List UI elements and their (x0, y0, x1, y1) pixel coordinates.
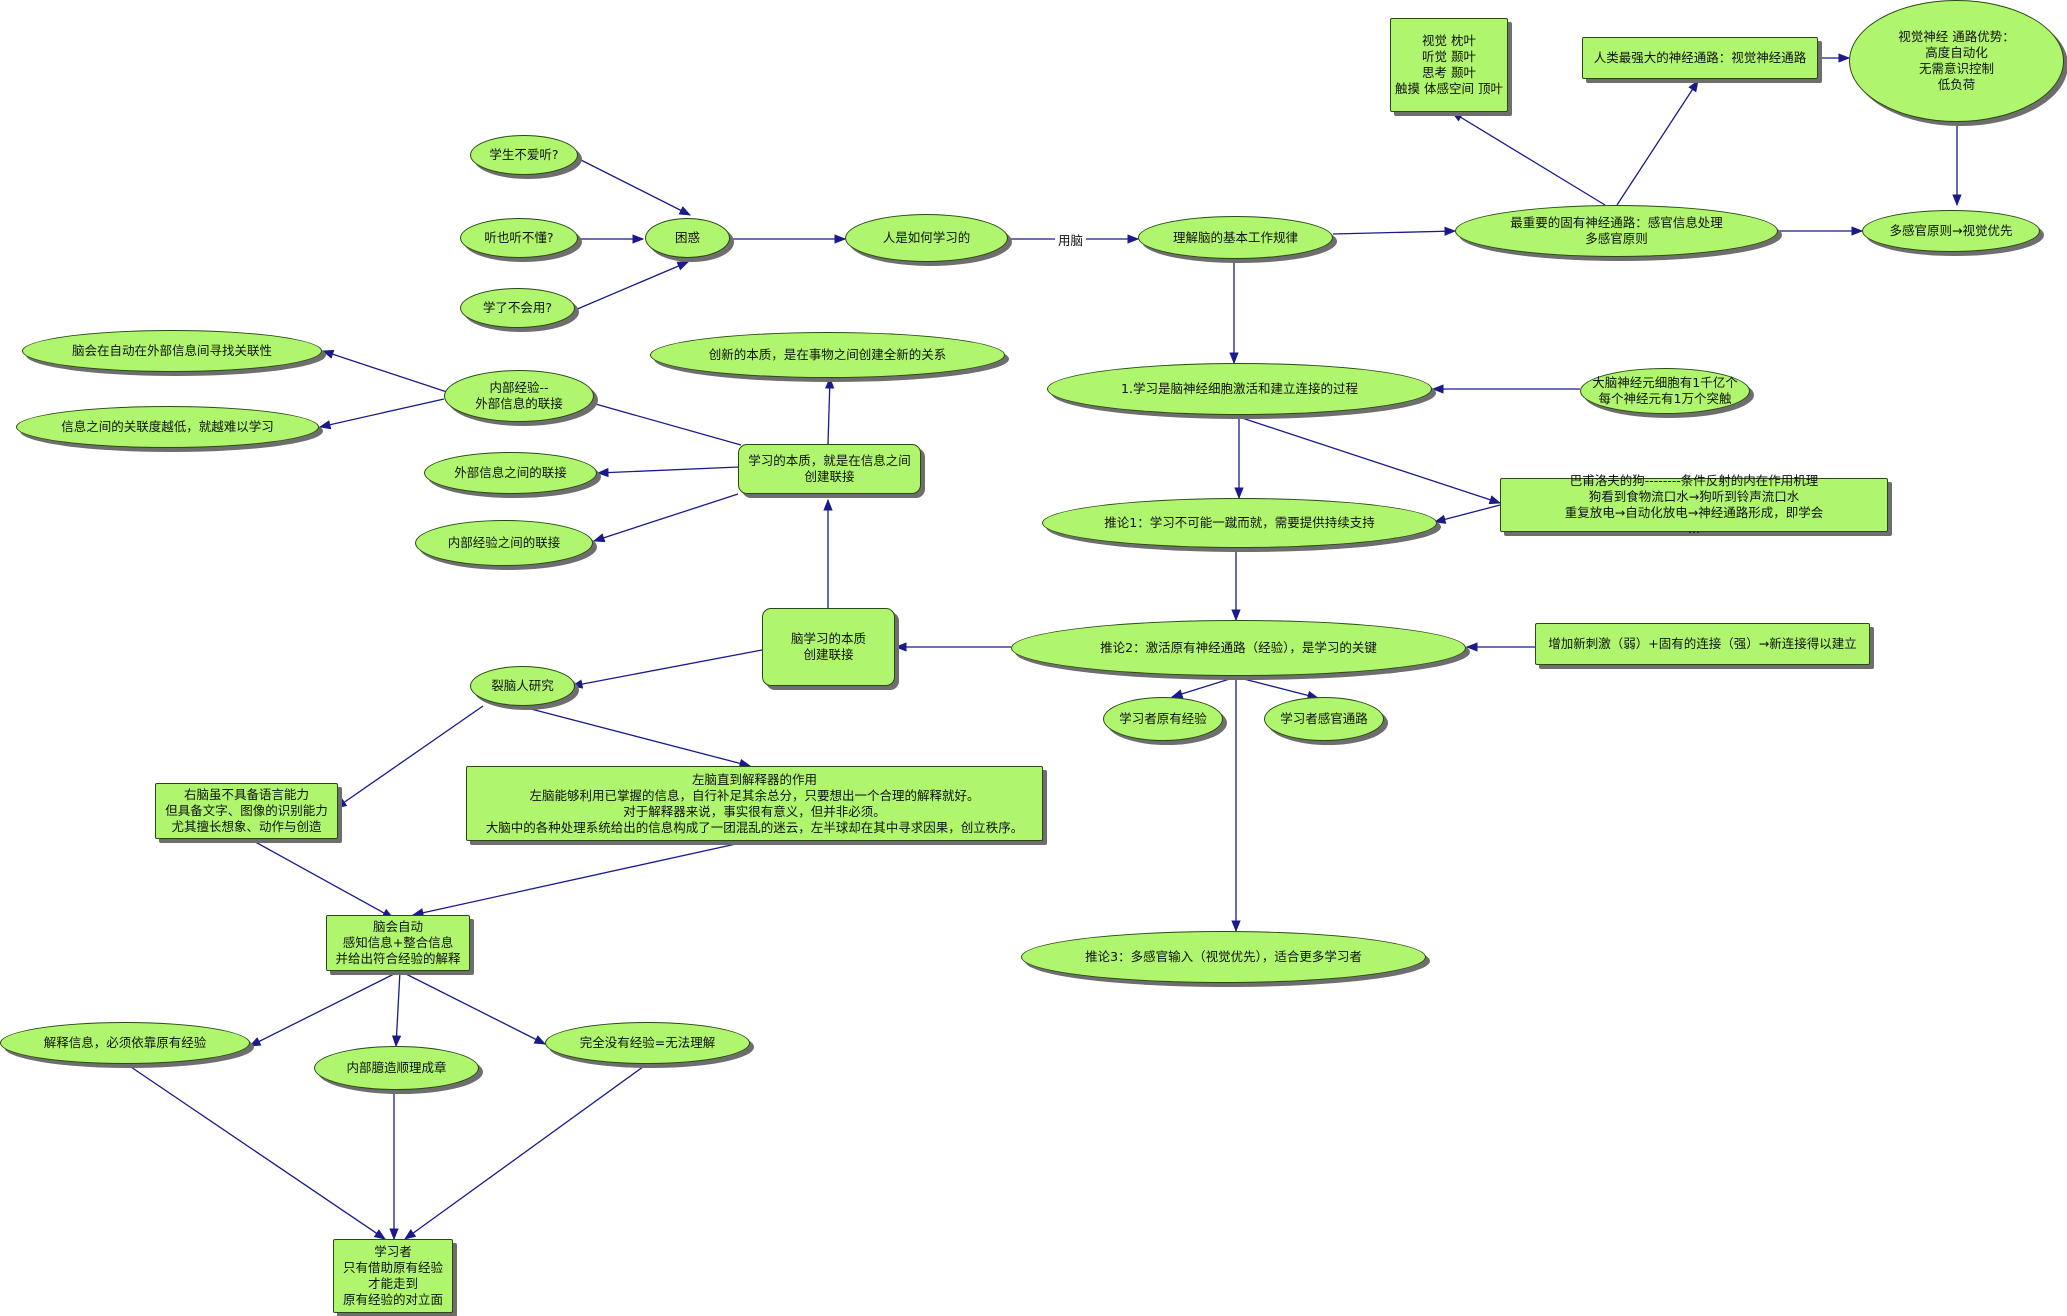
edge (825, 376, 835, 445)
node-ting-bu-dong[interactable]: 听也听不懂? (460, 218, 578, 258)
edge (596, 466, 740, 478)
node-xuexizhe-duilimian[interactable]: 学习者 只有借助原有经验 才能走到 原有经验的对立面 (333, 1239, 453, 1313)
node-wanquan-meiyou[interactable]: 完全没有经验=无法理解 (545, 1022, 750, 1064)
node-lienao-ren[interactable]: 裂脑人研究 (470, 666, 575, 706)
node-zengjia-xin-ciji[interactable]: 增加新刺激（弱）+固有的连接（强）→新连接得以建立 (1535, 623, 1870, 665)
node-danao-shenjingyuan[interactable]: 大脑神经元细胞有1千亿个 每个神经元有1万个突触 (1580, 368, 1750, 414)
node-xuexizhe-ganguan[interactable]: 学习者感官通路 (1264, 697, 1384, 741)
edge (574, 261, 690, 311)
node-zuizhongyao[interactable]: 最重要的固有神经通路：感官信息处理 多感官原则 (1455, 205, 1778, 257)
edge (318, 398, 445, 430)
edge (399, 970, 547, 1045)
node-shijue-naoqu[interactable]: 视觉 枕叶 听觉 颞叶 思考 颞叶 触摸 体感空间 顶叶 (1390, 18, 1508, 112)
node-younao[interactable]: 右脑虽不具备语言能力 但具备文字、图像的识别能力 尤其擅长想象、动作与创造 (155, 783, 338, 839)
edge (1332, 226, 1457, 236)
node-jieshi-xinxi[interactable]: 解释信息，必须依靠原有经验 (0, 1022, 250, 1064)
edge (404, 1063, 648, 1240)
node-tuilun-1[interactable]: 推论1：学习不可能一蹴而就，需要提供持续支持 (1042, 498, 1437, 548)
node-shijue-youshi[interactable]: 视觉神经 通路优势： 高度自动化 无需意识控制 低负荷 (1849, 0, 2064, 122)
edge (592, 493, 739, 543)
node-neibu-yizao[interactable]: 内部臆造顺理成章 (314, 1046, 479, 1090)
node-tuilun-3[interactable]: 推论3：多感官输入（视觉优先），适合更多学习者 (1021, 931, 1426, 983)
edge (530, 708, 752, 768)
node-tuilun-2[interactable]: 推论2：激活原有神经通路（经验），是学习的关键 (1011, 620, 1466, 676)
node-kunhuo[interactable]: 困惑 (645, 218, 730, 258)
edge-label-yongnao: 用脑 (1055, 230, 1087, 249)
node-waibu-lianjie[interactable]: 外部信息之间的联接 (424, 452, 597, 494)
edge (1433, 504, 1501, 524)
node-renlei-zuiqiang[interactable]: 人类最强大的神经通路：视觉神经通路 (1582, 37, 1818, 79)
node-nao-hui-zidong[interactable]: 脑会自动 感知信息+整合信息 并给出符合经验的解释 (326, 915, 470, 971)
node-bu-hui-yong[interactable]: 学了不会用? (460, 288, 575, 328)
edge (411, 841, 746, 918)
node-xuesheng-buaiting[interactable]: 学生不爱听? (470, 135, 578, 175)
edge (1238, 416, 1502, 505)
node-ren-ru-he-xuexi[interactable]: 人是如何学习的 (845, 214, 1008, 262)
node-chuangxin-benzhi[interactable]: 创新的本质，是在事物之间创建全新的关系 (650, 332, 1005, 378)
edge (335, 705, 484, 809)
node-zuonao-jieshiqi[interactable]: 左脑直到解释器的作用 左脑能够利用已掌握的信息，自行补足其余总分，只要想出一个合… (466, 766, 1043, 841)
edge (321, 349, 448, 393)
edge (570, 649, 763, 689)
edge (1616, 80, 1699, 206)
node-guanlian-du[interactable]: 信息之间的关联度越低，就越难以学习 (16, 406, 319, 448)
edge (1170, 676, 1237, 699)
node-lijie-nao[interactable]: 理解脑的基本工作规律 (1138, 216, 1333, 259)
node-bafuluofu-gou[interactable]: 巴甫洛夫的狗--------条件反射的内在作用机理 狗看到食物流口水→狗听到铃声… (1500, 473, 1888, 536)
edge (574, 156, 692, 216)
node-nao-xuexi-benzhi[interactable]: 脑学习的本质 创建联接 (762, 608, 895, 686)
node-neibu-waibu-lianjie[interactable]: 内部经验-- 外部信息的联接 (444, 370, 594, 422)
edge (391, 970, 402, 1048)
edge (127, 1064, 386, 1240)
node-xuexizhe-youjingyan[interactable]: 学习者原有经验 (1103, 697, 1223, 741)
node-xuexi-shi-guocheng[interactable]: 1.学习是脑神经细胞激活和建立连接的过程 (1047, 363, 1432, 415)
edge (1451, 111, 1606, 206)
edge (249, 838, 395, 919)
node-neibu-jingyan-lianjie[interactable]: 内部经验之间的联接 (415, 520, 593, 566)
edge (1235, 676, 1320, 700)
node-nao-zidong-guanlian[interactable]: 脑会在自动在外部信息间寻找关联性 (22, 330, 322, 372)
node-duoganguan-shijue[interactable]: 多感官原则→视觉优先 (1862, 210, 2040, 252)
edge (248, 970, 401, 1047)
node-xuexi-benzhi[interactable]: 学习的本质，就是在信息之间 创建联接 (738, 444, 921, 494)
